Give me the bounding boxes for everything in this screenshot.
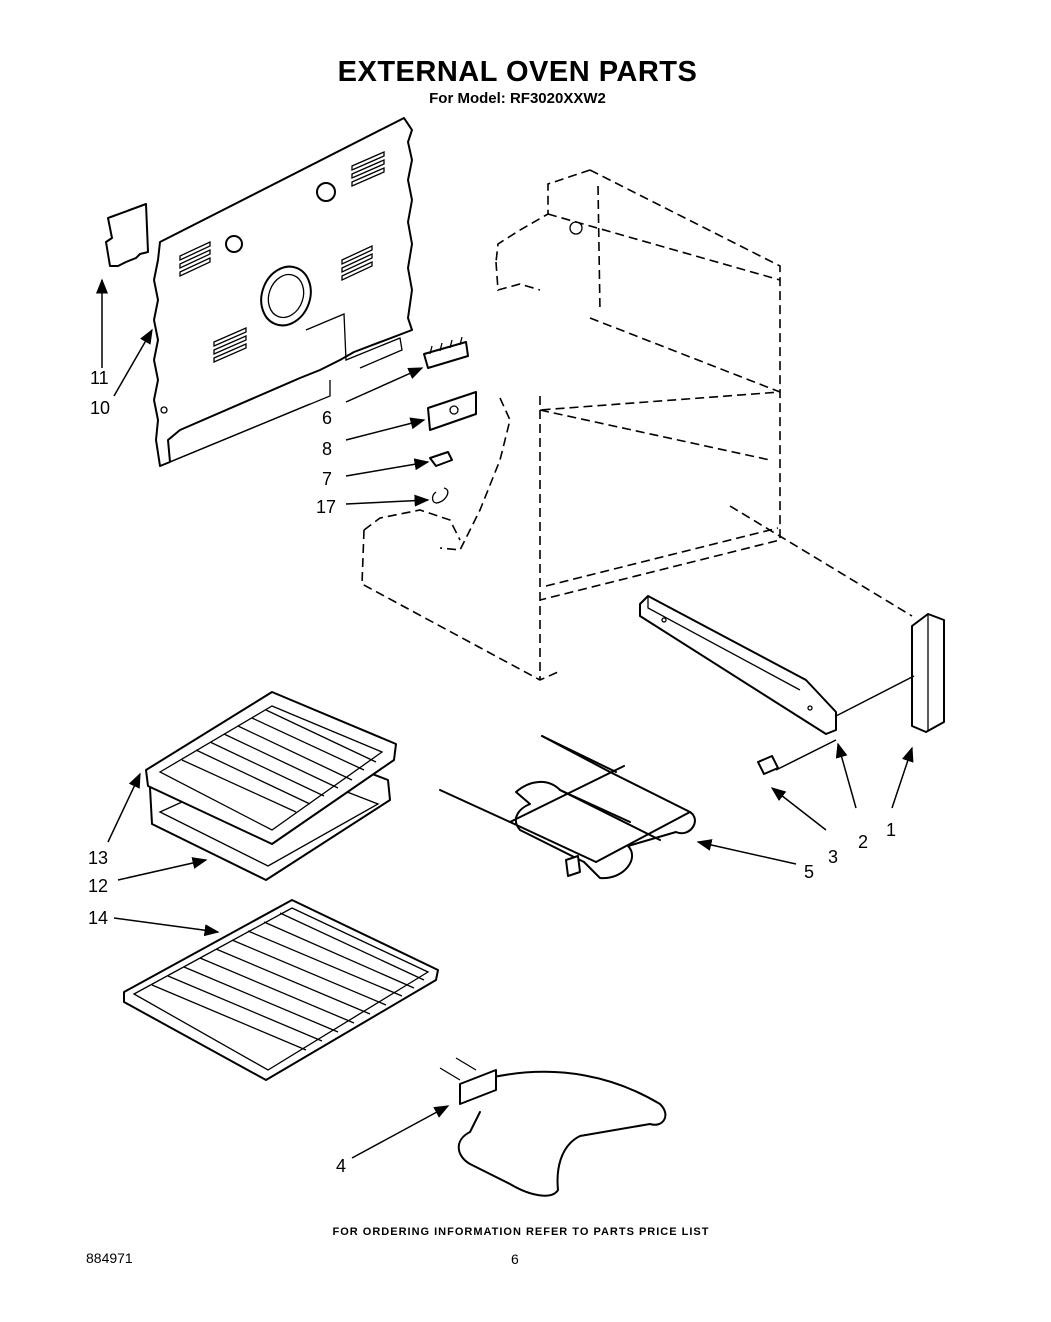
callout-5: 5 (804, 862, 814, 882)
trim-alignment-line (729, 505, 913, 617)
bake-element (439, 1057, 667, 1197)
mounting-bracket (427, 391, 477, 431)
callout-12: 12 (88, 876, 108, 896)
oven-back-panel (153, 117, 413, 467)
range-cabinet-outline (361, 169, 781, 681)
callout-3: 3 (828, 847, 838, 867)
callout-2: 2 (858, 832, 868, 852)
callout-leaders (96, 278, 914, 1159)
wire-hook (431, 487, 449, 504)
broiler-grid (145, 691, 397, 845)
callout-10: 10 (90, 398, 110, 418)
side-trim (639, 595, 837, 735)
callout-14: 14 (88, 908, 108, 928)
terminal-block (423, 336, 469, 369)
end-cap (911, 613, 945, 733)
gasket-plate (105, 203, 149, 267)
broil-element (439, 735, 696, 880)
clip (429, 451, 453, 467)
callout-6: 6 (322, 408, 332, 428)
ordering-note: FOR ORDERING INFORMATION REFER TO PARTS … (332, 1226, 710, 1238)
trim-clip (757, 755, 779, 775)
callout-17: 17 (316, 497, 336, 517)
callout-13: 13 (88, 848, 108, 868)
callout-4: 4 (336, 1156, 346, 1176)
page-title: EXTERNAL OVEN PARTS (337, 56, 698, 88)
oven-rack (123, 899, 439, 1081)
document-number: 884971 (86, 1250, 133, 1266)
callout-11: 11 (90, 368, 109, 388)
callout-1: 1 (886, 820, 896, 840)
page-number: 6 (511, 1251, 519, 1267)
cap-alignment-line (835, 675, 915, 717)
callout-7: 7 (322, 469, 332, 489)
callout-8: 8 (322, 439, 332, 459)
model-subtitle: For Model: RF3020XXW2 (429, 90, 606, 107)
clip-alignment-line (775, 739, 837, 771)
